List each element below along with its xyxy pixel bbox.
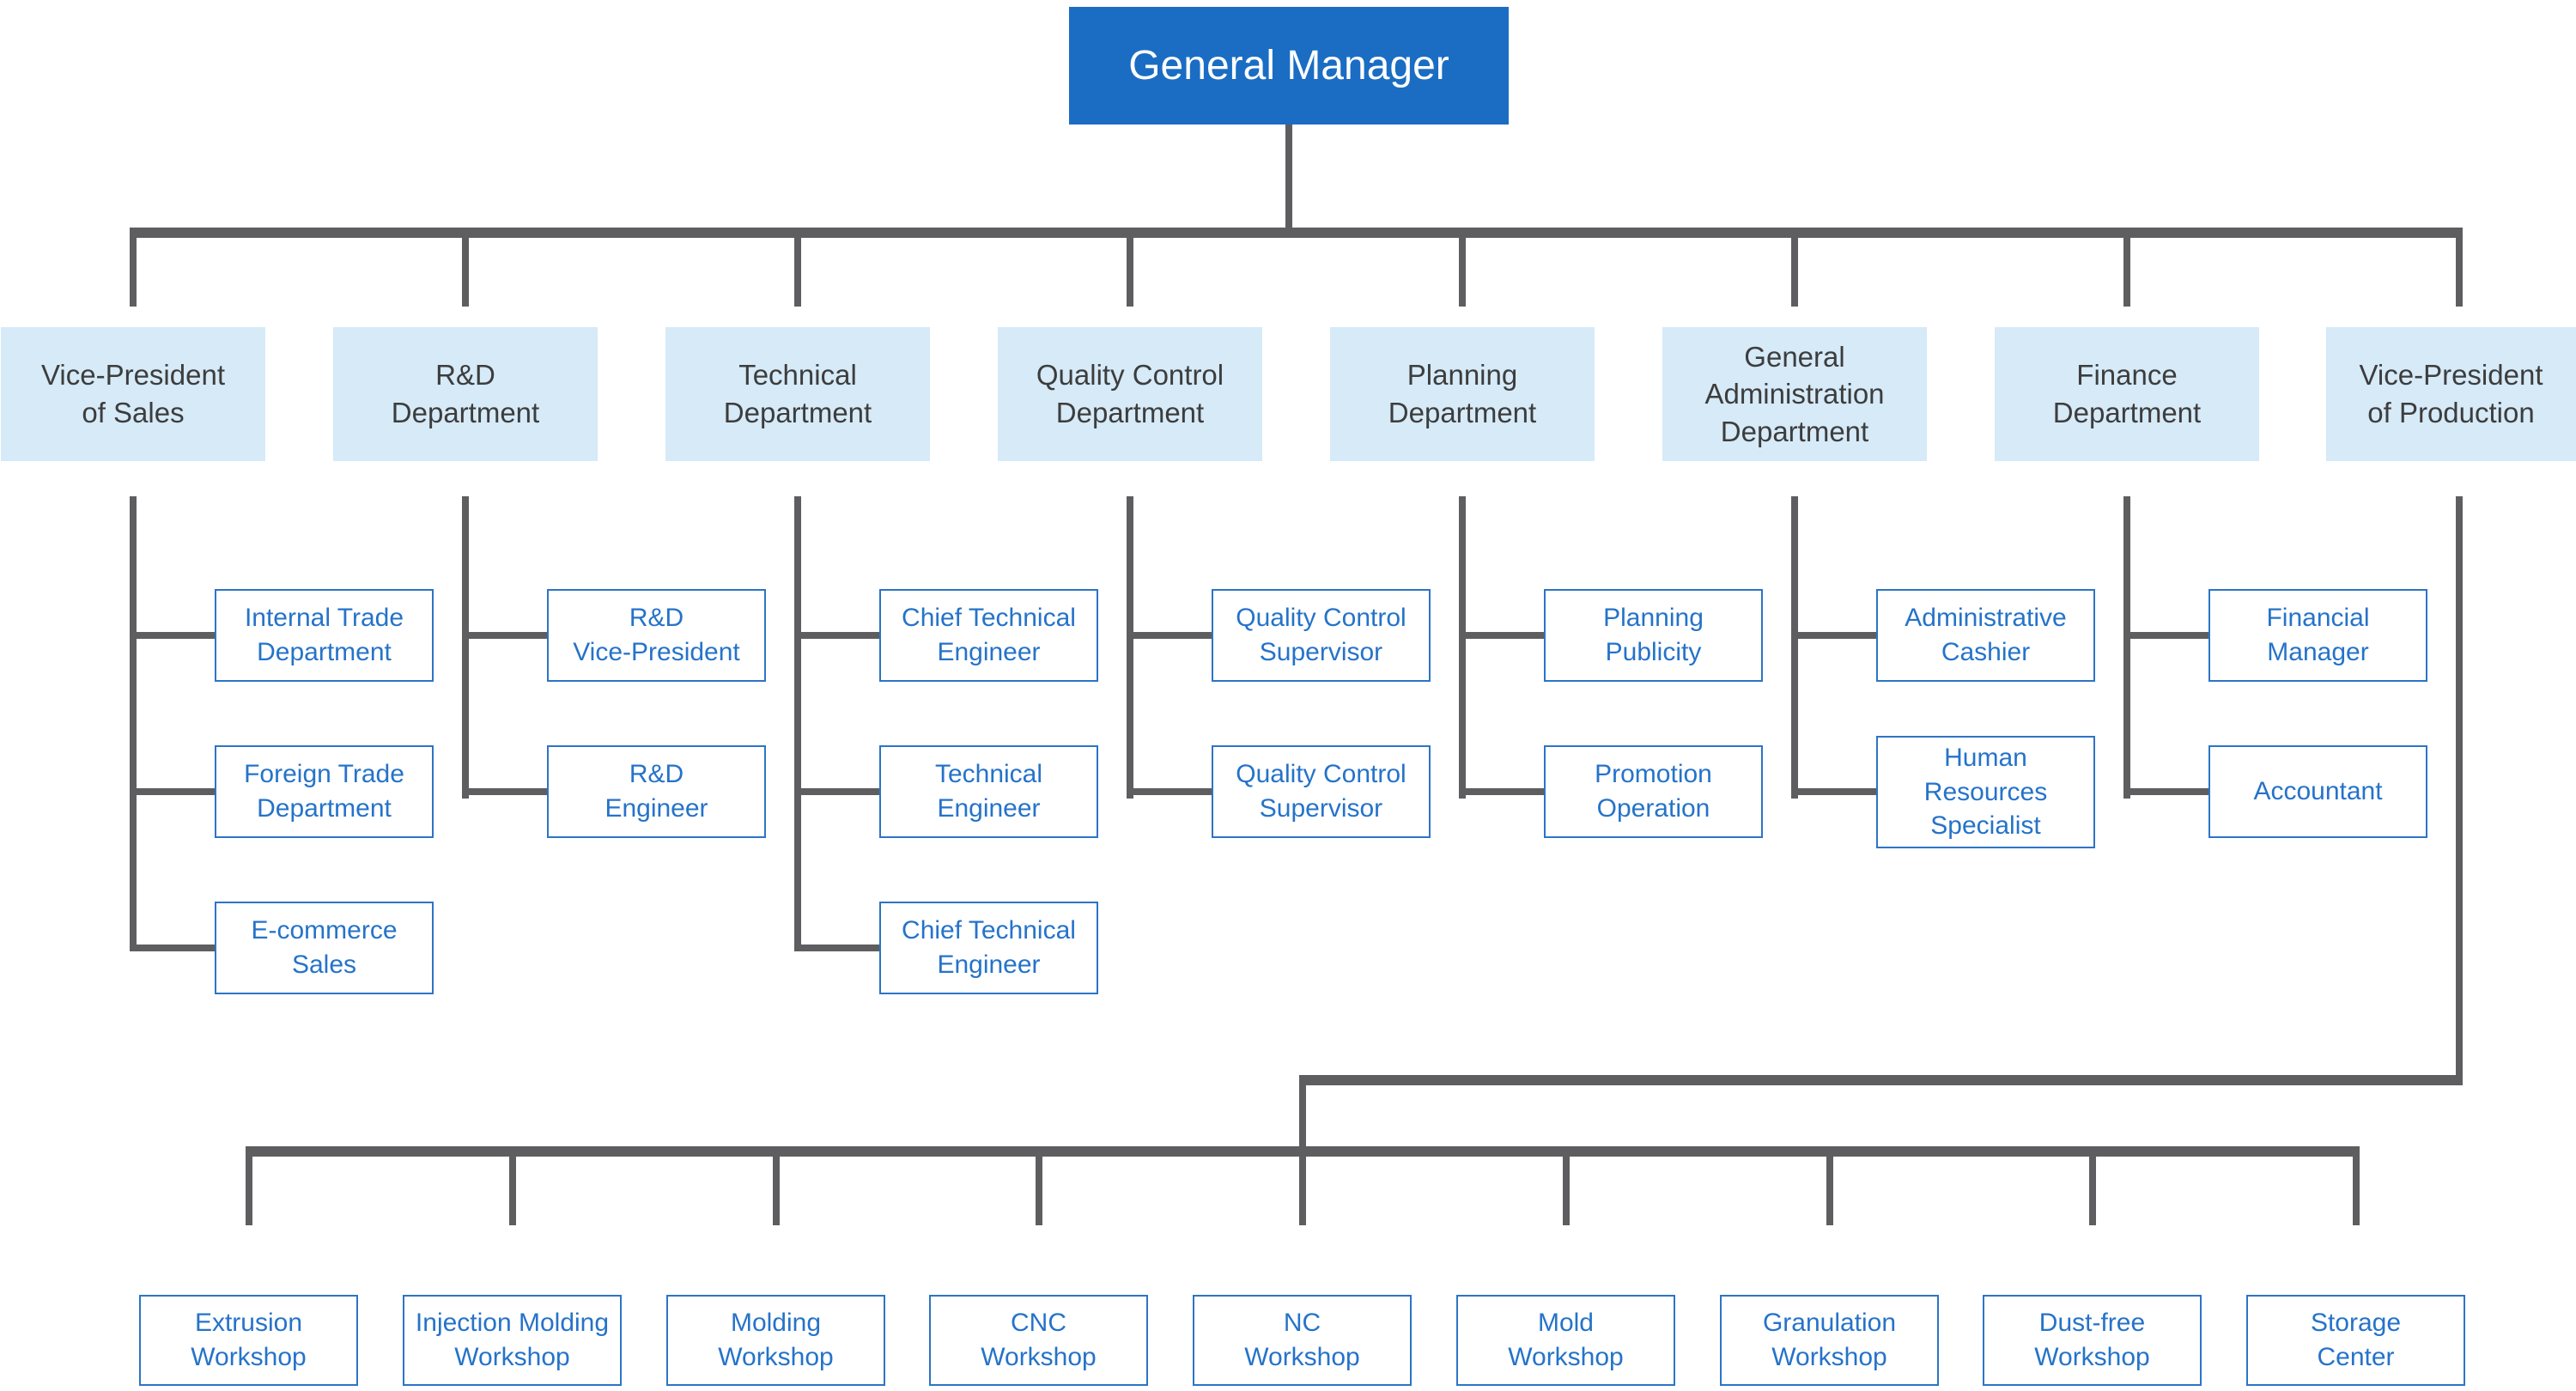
node-mold-workshop: Mold Workshop <box>1456 1295 1675 1386</box>
connector-child-stub <box>1130 632 1212 639</box>
connector-workshop-drop <box>773 1146 780 1225</box>
connector-child-stub <box>1462 632 1544 639</box>
node-promotion-operation: Promotion Operation <box>1544 745 1763 838</box>
node-rnd-engineer: R&D Engineer <box>547 745 766 838</box>
node-dept-quality: Quality Control Department <box>998 327 1262 461</box>
connector-workshop-drop <box>1826 1146 1833 1225</box>
connector-child-stub <box>133 788 215 795</box>
node-dept-technical: Technical Department <box>665 327 930 461</box>
node-dept-finance: Finance Department <box>1995 327 2259 461</box>
connector-dept-drop <box>462 228 469 307</box>
connector-dept-drop <box>130 228 137 307</box>
connector-child-stub <box>1795 788 1876 795</box>
node-dept-production: Vice-President of Production <box>2326 327 2576 461</box>
node-dept-sales: Vice-President of Sales <box>1 327 265 461</box>
node-financial-manager: Financial Manager <box>2208 589 2427 682</box>
node-chief-technical-engineer-1: Chief Technical Engineer <box>879 589 1098 682</box>
connector-workshop-drop <box>2089 1146 2096 1225</box>
node-storage-center: Storage Center <box>2246 1295 2465 1386</box>
connector-dept-drop <box>2123 228 2130 307</box>
connector-dept-spine <box>462 496 469 799</box>
node-qc-supervisor-1: Quality Control Supervisor <box>1212 589 1431 682</box>
connector-dept-drop <box>1791 228 1798 307</box>
node-dept-planning: Planning Department <box>1330 327 1595 461</box>
node-extrusion-workshop: Extrusion Workshop <box>139 1295 358 1386</box>
node-cnc-workshop: CNC Workshop <box>929 1295 1148 1386</box>
connector-dept-spine <box>130 496 137 951</box>
connector-root-drop <box>1285 125 1292 228</box>
connector-child-stub <box>1130 788 1212 795</box>
connector-dept-drop <box>794 228 801 307</box>
node-injection-molding-workshop: Injection Molding Workshop <box>403 1295 622 1386</box>
node-dept-admin: General Administration Department <box>1662 327 1927 461</box>
connector-dept-drop <box>1127 228 1133 307</box>
node-accountant: Accountant <box>2208 745 2427 838</box>
connector-workshop-drop <box>1299 1146 1306 1225</box>
connector-workshop-drop <box>2353 1146 2360 1225</box>
node-foreign-trade: Foreign Trade Department <box>215 745 434 838</box>
node-hr-specialist: Human Resources Specialist <box>1876 736 2095 848</box>
connector-dept-spine <box>1459 496 1466 799</box>
connector-child-stub <box>1462 788 1544 795</box>
connector-child-stub <box>1795 632 1876 639</box>
connector-dept-drop <box>1459 228 1466 307</box>
connector-workshop-drop <box>1563 1146 1570 1225</box>
connector-child-stub <box>798 945 879 951</box>
node-nc-workshop: NC Workshop <box>1193 1295 1412 1386</box>
connector-child-stub <box>133 945 215 951</box>
connector-workshop-drop <box>246 1146 252 1225</box>
node-technical-engineer: Technical Engineer <box>879 745 1098 838</box>
node-planning-publicity: Planning Publicity <box>1544 589 1763 682</box>
node-ecommerce-sales: E-commerce Sales <box>215 902 434 994</box>
node-chief-technical-engineer-2: Chief Technical Engineer <box>879 902 1098 994</box>
connector-production-route <box>1299 1075 2463 1085</box>
node-dept-rnd: R&D Department <box>333 327 598 461</box>
connector-production-mid-drop <box>1299 1075 1306 1157</box>
node-molding-workshop: Molding Workshop <box>666 1295 885 1386</box>
connector-workshop-drop <box>1036 1146 1042 1225</box>
connector-child-stub <box>465 632 547 639</box>
connector-child-stub <box>2127 632 2208 639</box>
connector-dept-spine <box>1127 496 1133 799</box>
connector-child-stub <box>798 632 879 639</box>
connector-dept-drop <box>2456 228 2463 307</box>
connector-child-stub <box>2127 788 2208 795</box>
node-internal-trade: Internal Trade Department <box>215 589 434 682</box>
connector-child-stub <box>133 632 215 639</box>
connector-dept-spine <box>2123 496 2130 799</box>
node-granulation-workshop: Granulation Workshop <box>1720 1295 1939 1386</box>
node-administrative-cashier: Administrative Cashier <box>1876 589 2095 682</box>
connector-top-bus <box>130 228 2463 238</box>
connector-dept-spine <box>794 496 801 951</box>
node-qc-supervisor-2: Quality Control Supervisor <box>1212 745 1431 838</box>
connector-child-stub <box>798 788 879 795</box>
connector-workshop-drop <box>509 1146 516 1225</box>
node-general-manager: General Manager <box>1069 7 1509 125</box>
connector-child-stub <box>465 788 547 795</box>
node-rnd-vice-president: R&D Vice-President <box>547 589 766 682</box>
connector-production-spine <box>2456 496 2463 1085</box>
connector-dept-spine <box>1791 496 1798 799</box>
node-dustfree-workshop: Dust-free Workshop <box>1983 1295 2202 1386</box>
